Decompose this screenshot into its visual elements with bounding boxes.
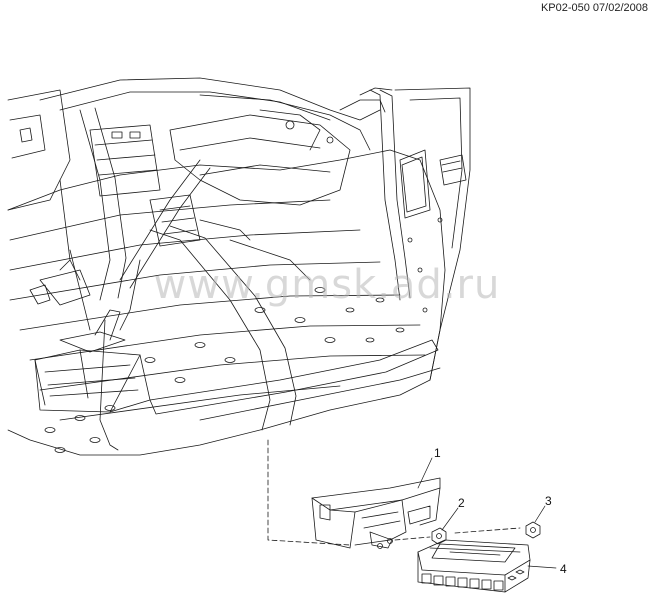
a-pillar-door-frame — [369, 87, 471, 381]
callout-1: 1 — [434, 446, 441, 460]
drawing-code: KP02-050 07/02/2008 — [540, 2, 648, 14]
callout-4: 4 — [560, 562, 567, 576]
cowl-ducting — [199, 87, 393, 151]
callout-leaders — [417, 457, 557, 569]
seat-bracket — [34, 309, 151, 451]
callout-3: 3 — [545, 494, 552, 508]
bolt-part-3 — [525, 521, 541, 539]
floor-holes — [44, 287, 405, 453]
floor-panel — [7, 149, 446, 456]
control-module-part-4 — [417, 539, 531, 593]
instrument-panel-frame — [39, 77, 381, 331]
callout-2: 2 — [458, 496, 465, 510]
nut-part-2 — [431, 527, 447, 545]
left-body-side — [7, 89, 91, 306]
leader-lines — [267, 439, 521, 546]
module-bracket-part-1 — [311, 477, 441, 549]
